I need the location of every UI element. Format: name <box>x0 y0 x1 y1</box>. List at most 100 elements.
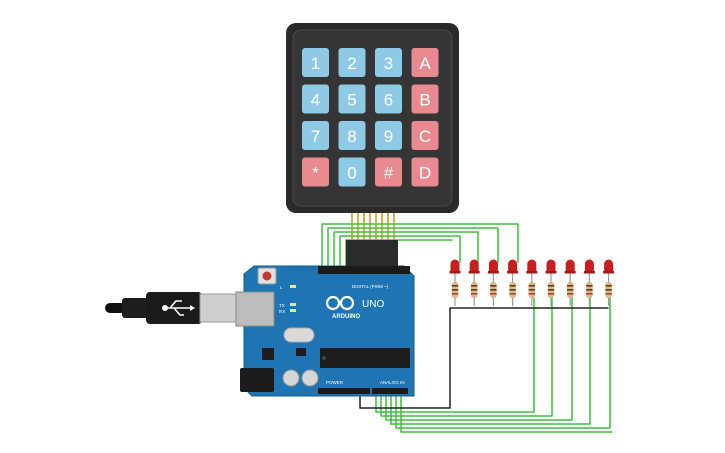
resistor-band <box>471 293 478 295</box>
keypad-key[interactable] <box>375 121 402 150</box>
keypad-connector-legs <box>351 211 395 241</box>
keypad-key-label: D <box>419 164 431 183</box>
led-assembly <box>487 259 499 306</box>
led-body[interactable] <box>565 259 575 273</box>
keypad-key-label: 5 <box>347 91 356 110</box>
keypad-key-label: 0 <box>347 164 356 183</box>
led-rim <box>545 271 557 274</box>
resistor-band <box>586 289 593 291</box>
keypad-key-label: 4 <box>311 91 320 110</box>
keypad-key[interactable] <box>302 84 329 114</box>
rx-label: RX <box>279 309 285 314</box>
led-rim <box>487 271 499 274</box>
regulator <box>262 348 274 360</box>
led-assembly <box>526 259 538 306</box>
resistor-band <box>471 285 478 287</box>
keypad-key[interactable] <box>338 121 366 150</box>
led-body[interactable] <box>469 259 479 273</box>
keypad-key[interactable] <box>338 48 366 77</box>
led-rim <box>507 271 519 274</box>
led-body[interactable] <box>584 259 594 273</box>
led-tx <box>290 303 296 306</box>
keypad-key[interactable] <box>302 48 329 77</box>
led-body[interactable] <box>450 259 460 273</box>
digital-label: DIGITAL (PWM ~) <box>352 284 389 289</box>
resistor-band <box>471 289 478 291</box>
ground-wire <box>359 307 609 409</box>
keypad-key-label: 1 <box>311 54 320 73</box>
keypad-key[interactable] <box>338 157 366 187</box>
resistor-band <box>547 289 555 291</box>
keypad-key[interactable] <box>375 84 402 114</box>
header-connector-block <box>346 240 398 266</box>
resistor-band <box>509 285 516 287</box>
resistor-band <box>451 289 459 291</box>
keypad-key-label: A <box>419 54 431 73</box>
analog-label: ANALOG IN <box>380 380 405 385</box>
led-assembly <box>564 259 576 306</box>
usb-jack <box>235 291 275 327</box>
keypad-key-label: # <box>384 164 394 183</box>
led-rx <box>290 309 296 312</box>
chip-notch <box>322 356 326 360</box>
keypad-key[interactable] <box>375 157 402 187</box>
resistor-band <box>528 293 535 295</box>
resistor-band <box>490 289 497 291</box>
keypad-key[interactable] <box>411 121 439 150</box>
keypad-key-label: 6 <box>384 91 393 110</box>
resistor-band <box>605 293 612 295</box>
tx-label: TX <box>279 303 285 308</box>
resistor-band <box>567 289 574 291</box>
resistor-band <box>490 293 497 295</box>
keypad-key[interactable] <box>411 48 439 77</box>
keypad-key-label: B <box>419 91 430 110</box>
reset-button-cap[interactable] <box>262 271 272 281</box>
keypad-key-label: * <box>312 164 319 183</box>
keypad-key-label: 8 <box>347 127 356 146</box>
resistor-band <box>490 285 497 287</box>
led-body[interactable] <box>604 259 614 273</box>
digital-header <box>318 266 410 274</box>
usb-plug-metal <box>199 293 243 323</box>
resistor-band <box>586 293 593 295</box>
resistor-band <box>547 293 555 295</box>
led-rim <box>526 271 538 274</box>
keypad-key[interactable] <box>411 84 439 114</box>
keypad-key[interactable] <box>302 157 329 187</box>
led-rim <box>449 271 461 274</box>
led-body[interactable] <box>546 259 556 273</box>
small-chip <box>296 348 306 356</box>
usb-cable <box>105 292 243 324</box>
microcontroller-chip <box>320 348 410 368</box>
arduino-uno-board: ARDUINO UNO DIGITAL (PWM ~) POWER ANALOG… <box>235 240 415 397</box>
resistor-band <box>528 285 535 287</box>
keypad-key[interactable] <box>338 84 366 114</box>
resistor-band <box>509 289 516 291</box>
led-l <box>290 285 296 288</box>
led-rim <box>583 271 595 274</box>
resistor-band <box>528 289 535 291</box>
resistor-band <box>567 285 574 287</box>
resistor-band <box>547 285 555 287</box>
keypad-key-label: 9 <box>384 127 393 146</box>
led-rim <box>564 271 576 274</box>
arduino-logo-icon <box>325 295 355 311</box>
resistor-band <box>586 285 593 287</box>
keypad-key[interactable] <box>302 121 329 150</box>
led-body[interactable] <box>488 259 498 273</box>
led-assembly <box>545 259 557 306</box>
resistor-band <box>605 285 612 287</box>
resistor-band <box>509 293 516 295</box>
led-assembly <box>507 259 519 306</box>
resistor-band <box>451 293 459 295</box>
keypad-key-label: C <box>419 127 431 146</box>
keypad-key[interactable] <box>411 157 439 187</box>
keypad-key[interactable] <box>375 48 402 77</box>
led-body[interactable] <box>508 259 518 273</box>
led-body[interactable] <box>527 259 537 273</box>
led-assembly <box>468 259 480 306</box>
led-assembly <box>449 259 461 306</box>
